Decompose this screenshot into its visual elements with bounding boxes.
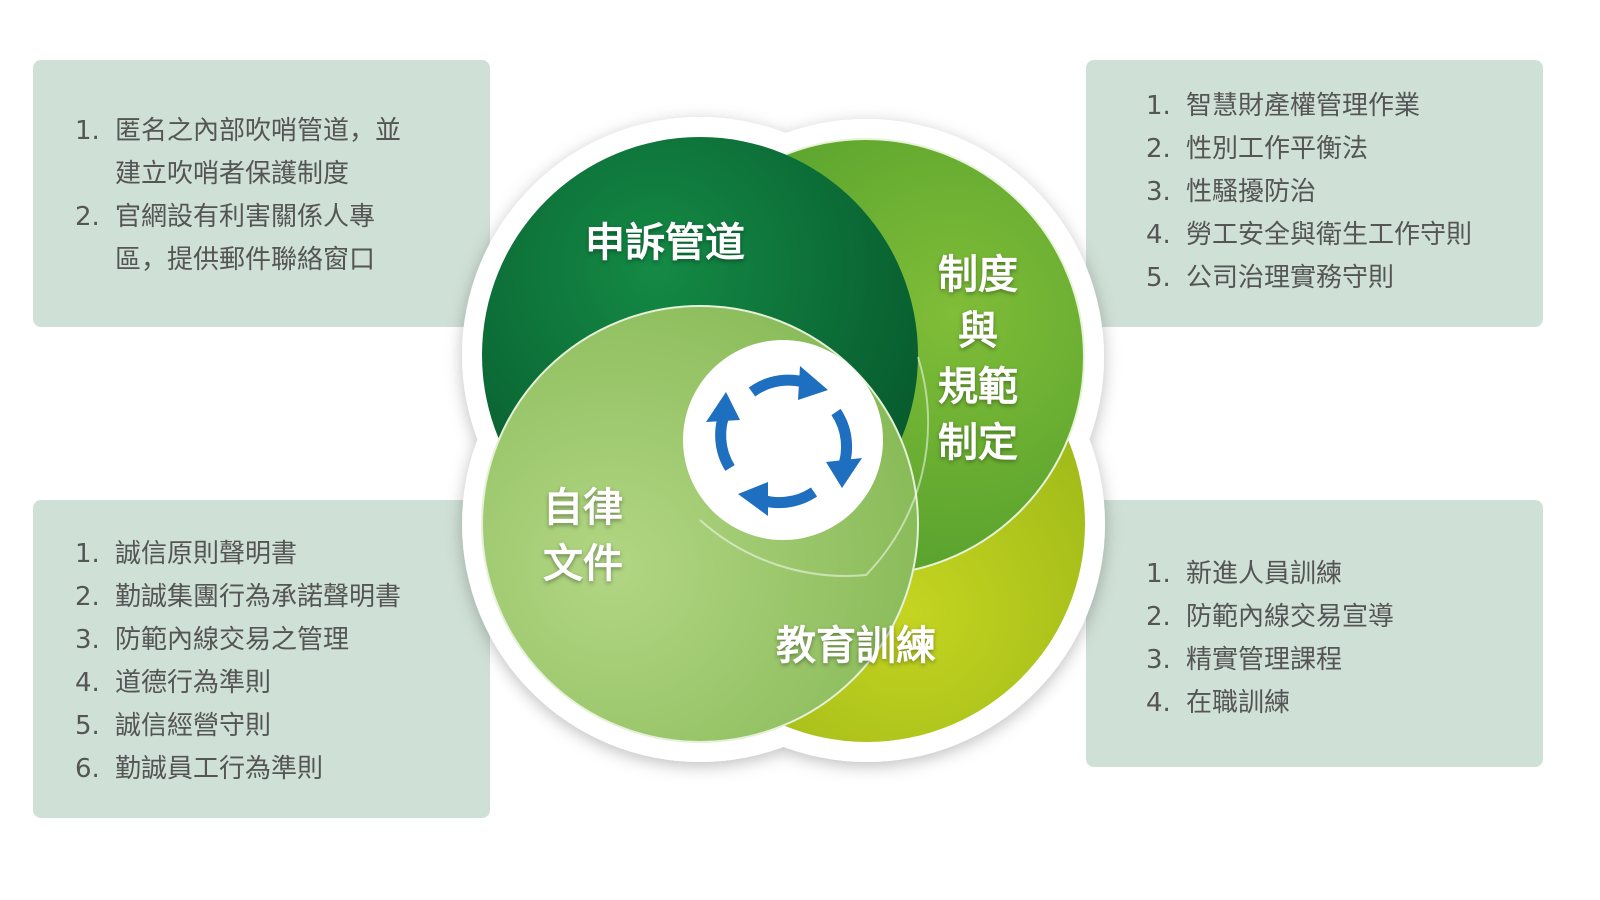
list-item: 1.誠信原則聲明書 <box>75 539 298 569</box>
list-item: 2.性別工作平衡法 <box>1146 134 1369 164</box>
self-discipline-list: 1.誠信原則聲明書 2.勤誠集團行為承諾聲明書 3.防範內線交易之管理 4.道德… <box>75 533 401 791</box>
list-item: 3.性騷擾防治 <box>1146 177 1317 207</box>
list-item: 1.智慧財產權管理作業 <box>1146 91 1421 121</box>
list-item: 1.匿名之內部吹哨管道，並 建立吹哨者保護制度 <box>75 116 402 189</box>
complaint-channel-box: 1.匿名之內部吹哨管道，並 建立吹哨者保護制度 2.官網設有利害關係人專 區，提… <box>33 60 490 327</box>
complaint-label: 申訴管道 <box>585 220 745 266</box>
self-discipline-box: 1.誠信原則聲明書 2.勤誠集團行為承諾聲明書 3.防範內線交易之管理 4.道德… <box>33 500 490 818</box>
list-item: 4.在職訓練 <box>1146 688 1291 718</box>
self-discipline-label: 自律 文件 <box>543 485 623 587</box>
list-item: 2.勤誠集團行為承諾聲明書 <box>75 582 402 612</box>
training-box: 1.新進人員訓練 2.防範內線交易宣導 3.精實管理課程 4.在職訓練 <box>1086 500 1543 767</box>
list-item: 2.官網設有利害關係人專 區，提供郵件聯絡窗口 <box>75 202 376 275</box>
center-circle <box>683 340 883 540</box>
arrow-heads <box>706 366 862 516</box>
list-item: 6.勤誠員工行為準則 <box>75 754 324 784</box>
training-label: 教育訓練 <box>776 623 936 669</box>
list-item: 4.勞工安全與衛生工作守則 <box>1146 220 1473 250</box>
complaint-list: 1.匿名之內部吹哨管道，並 建立吹哨者保護制度 2.官網設有利害關係人專 區，提… <box>75 110 475 282</box>
list-item: 5.誠信經營守則 <box>75 711 272 741</box>
list-item: 3.精實管理課程 <box>1146 645 1343 675</box>
list-item: 4.道德行為準則 <box>75 668 272 698</box>
policy-list: 1.智慧財產權管理作業 2.性別工作平衡法 3.性騷擾防治 4.勞工安全與衛生工… <box>1146 85 1472 300</box>
list-item: 5.公司治理實務守則 <box>1146 263 1395 293</box>
list-item: 2.防範內線交易宣導 <box>1146 602 1395 632</box>
policy-label: 制度 與 規範 制定 <box>938 252 1018 466</box>
training-list: 1.新進人員訓練 2.防範內線交易宣導 3.精實管理課程 4.在職訓練 <box>1146 553 1394 725</box>
policy-box: 1.智慧財產權管理作業 2.性別工作平衡法 3.性騷擾防治 4.勞工安全與衛生工… <box>1086 60 1543 327</box>
list-item: 1.新進人員訓練 <box>1146 559 1343 589</box>
list-item: 3.防範內線交易之管理 <box>75 625 350 655</box>
